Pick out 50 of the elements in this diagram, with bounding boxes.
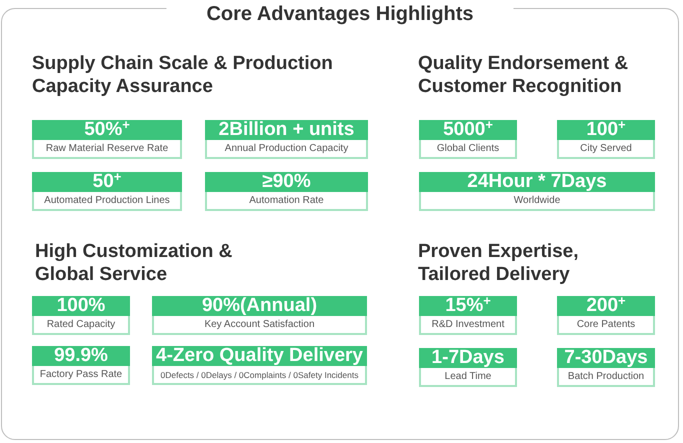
stat-card [152, 346, 367, 385]
stat-value: 200$^{+}$ [557, 296, 655, 316]
stat-label: Automation Rate [248, 194, 325, 208]
stat-card [32, 346, 130, 385]
stat-value: 90%(Annual) [152, 296, 367, 316]
stat-value: 24Hour * 7Days [419, 172, 655, 192]
stat-label: Rated Capacity [46, 318, 116, 332]
stat-label: Core Patents [576, 318, 636, 332]
stat-card [205, 172, 368, 211]
section-heading: High Customization & Global Service [35, 240, 234, 286]
stat-card [557, 296, 655, 335]
stat-label: Lead Time [444, 370, 492, 384]
stat-value: 50$^{+}$ [32, 172, 182, 192]
stat-card [557, 348, 655, 387]
stat-value: 100$^{+}$ [557, 120, 655, 140]
stat-value: 100% [32, 296, 130, 316]
stat-label: Factory Pass Rate [38, 368, 124, 382]
stat-value: 2Billion + units [205, 120, 368, 140]
stat-card [419, 120, 517, 159]
stat-value: 1-7Days [419, 348, 517, 368]
stat-card [205, 120, 368, 159]
stat-value: 4-Zero Quality Delivery [152, 346, 367, 366]
stat-label: R&D Investment [430, 318, 506, 332]
stat-card [32, 172, 182, 211]
stat-card [152, 296, 367, 335]
section-heading: Quality Endorsement & Customer Recognition [418, 52, 630, 98]
stat-label: Raw Material Reserve Rate [44, 142, 170, 156]
stat-value: ≥90% [205, 172, 368, 192]
stat-card [32, 296, 130, 335]
stat-label: Global Clients [436, 142, 500, 156]
stat-card [32, 120, 182, 159]
stat-value: 50%$^{+}$ [32, 120, 182, 140]
stat-label: Worldwide [512, 194, 562, 208]
stat-card [419, 172, 655, 211]
stat-label: City Served [579, 142, 633, 156]
stat-value: 15%$^{+}$ [419, 296, 517, 316]
stat-value: 7-30Days [557, 348, 655, 368]
stat-card [557, 120, 655, 159]
title: Core Advantages Highlights [166, 3, 514, 25]
stat-value: 5000$^{+}$ [419, 120, 517, 140]
stat-value: 99.9% [32, 346, 130, 366]
section-heading: Proven Expertise, Tailored Delivery [418, 240, 580, 286]
stat-card [419, 348, 517, 387]
stat-label: 0Defects / 0Delays / 0Complaints / 0Safety Incidents [160, 368, 360, 382]
stat-card [419, 296, 517, 335]
stat-label: Annual Production Capacity [224, 142, 350, 156]
stat-label: Batch Production [566, 370, 646, 384]
stat-label: Key Account Satisfaction [203, 318, 316, 332]
stat-label: Automated Production Lines [43, 194, 171, 208]
section-heading: Supply Chain Scale & Production Capacity Assurance [32, 52, 334, 98]
